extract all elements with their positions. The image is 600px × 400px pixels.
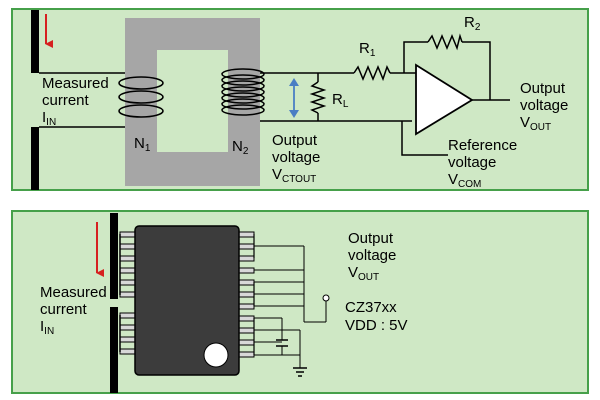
primary-conductor-lower <box>31 127 39 190</box>
ct-output-voltage-label: Output <box>272 132 318 149</box>
primary-conductor <box>110 213 118 299</box>
output-voltage-label: Output <box>520 80 566 97</box>
r2-label: R2 <box>464 14 481 33</box>
transformer-core <box>125 18 260 186</box>
resistor-r1 <box>353 65 391 82</box>
vcom-label: VCOM <box>448 171 481 190</box>
part-number-label: CZ37xx <box>345 299 397 316</box>
output-wiring <box>254 245 327 368</box>
iin-label: IIN <box>42 109 56 128</box>
ct-output-voltage-label-2: voltage <box>272 149 320 166</box>
supply-voltage-label: VDD : 5V <box>345 317 408 334</box>
iin-label: IIN <box>40 318 54 337</box>
reference-voltage-label: Reference <box>448 137 517 154</box>
ic-pin1-marker <box>203 342 229 368</box>
measured-current-label: Measured <box>42 75 109 92</box>
rl-label: RL <box>332 91 349 110</box>
measured-current-label-2: current <box>40 301 88 318</box>
secondary-coil <box>221 68 265 116</box>
resistor-rl <box>309 81 327 114</box>
op-amp <box>415 63 474 136</box>
secondary-wiring <box>260 41 510 156</box>
capacitor <box>276 339 288 347</box>
reference-voltage-label-2: voltage <box>448 154 496 171</box>
n1-label: N1 <box>134 135 151 154</box>
resistor-r2 <box>427 33 463 51</box>
primary-conductor-lower <box>110 307 118 393</box>
n2-label: N2 <box>232 138 249 157</box>
ic-package <box>134 225 240 376</box>
output-voltage-label-2: voltage <box>348 247 396 264</box>
ic-right-pins <box>237 231 255 358</box>
r1-label: R1 <box>359 40 376 59</box>
vout-label: VOUT <box>348 264 379 283</box>
primary-coil <box>118 76 164 118</box>
output-terminal <box>322 294 330 302</box>
primary-winding-lead <box>39 72 125 128</box>
output-voltage-label-2: voltage <box>520 97 568 114</box>
voltage-arrow <box>289 78 299 118</box>
ground-icon <box>293 367 307 377</box>
vout-label: VOUT <box>520 114 551 133</box>
ic-left-pins <box>119 231 137 355</box>
output-voltage-label: Output <box>348 230 394 247</box>
primary-conductor <box>31 10 39 73</box>
measured-current-label-2: current <box>42 92 90 109</box>
vctout-label: VCTOUT <box>272 166 316 185</box>
measured-current-label: Measured <box>40 284 107 301</box>
